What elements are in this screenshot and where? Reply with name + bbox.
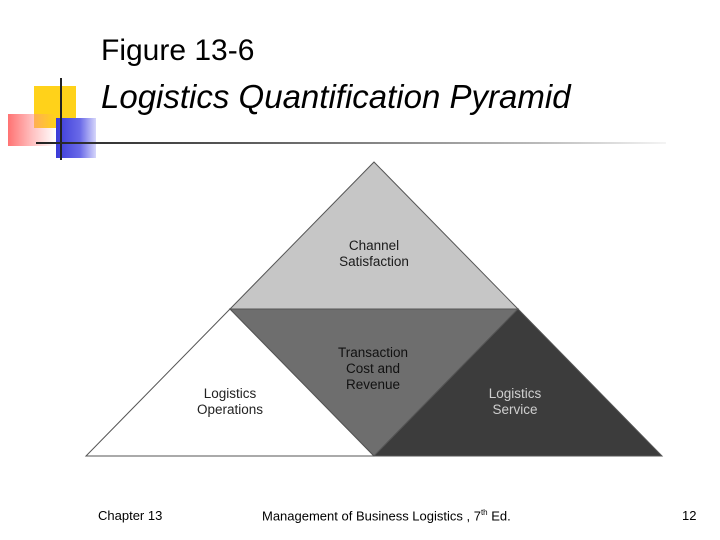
footer-book-title: Management of Business Logistics , 7th E… bbox=[262, 508, 511, 523]
label-left-line2: Operations bbox=[197, 402, 263, 417]
slide-title: Logistics Quantification Pyramid bbox=[101, 78, 571, 115]
label-right-line2: Service bbox=[492, 402, 537, 417]
footer-chapter: Chapter 13 bbox=[98, 508, 163, 523]
label-top-line2: Satisfaction bbox=[339, 254, 409, 269]
decorative-red-square bbox=[8, 114, 56, 146]
footer-page-number: 12 bbox=[682, 508, 697, 523]
label-right-line1: Logistics bbox=[489, 386, 542, 401]
pyramid-diagram: Channel Satisfaction Transaction Cost an… bbox=[84, 161, 664, 457]
footer-book-main: Management of Business Logistics , 7 bbox=[262, 508, 481, 524]
label-left-line1: Logistics bbox=[204, 386, 257, 401]
label-top-line1: Channel bbox=[349, 238, 399, 253]
pyramid-top-section bbox=[228, 161, 520, 310]
label-center-line1: Transaction bbox=[338, 345, 408, 360]
figure-number: Figure 13-6 bbox=[101, 34, 255, 67]
decorative-vertical-line bbox=[60, 78, 62, 160]
decorative-blue-square bbox=[56, 118, 96, 158]
footer-book-superscript: th bbox=[480, 508, 488, 517]
label-center-line3: Revenue bbox=[346, 377, 400, 392]
title-underline bbox=[36, 142, 666, 144]
label-center-line2: Cost and bbox=[346, 361, 400, 376]
footer-book-tail: Ed. bbox=[487, 508, 511, 524]
pyramid-right-section bbox=[372, 308, 664, 457]
